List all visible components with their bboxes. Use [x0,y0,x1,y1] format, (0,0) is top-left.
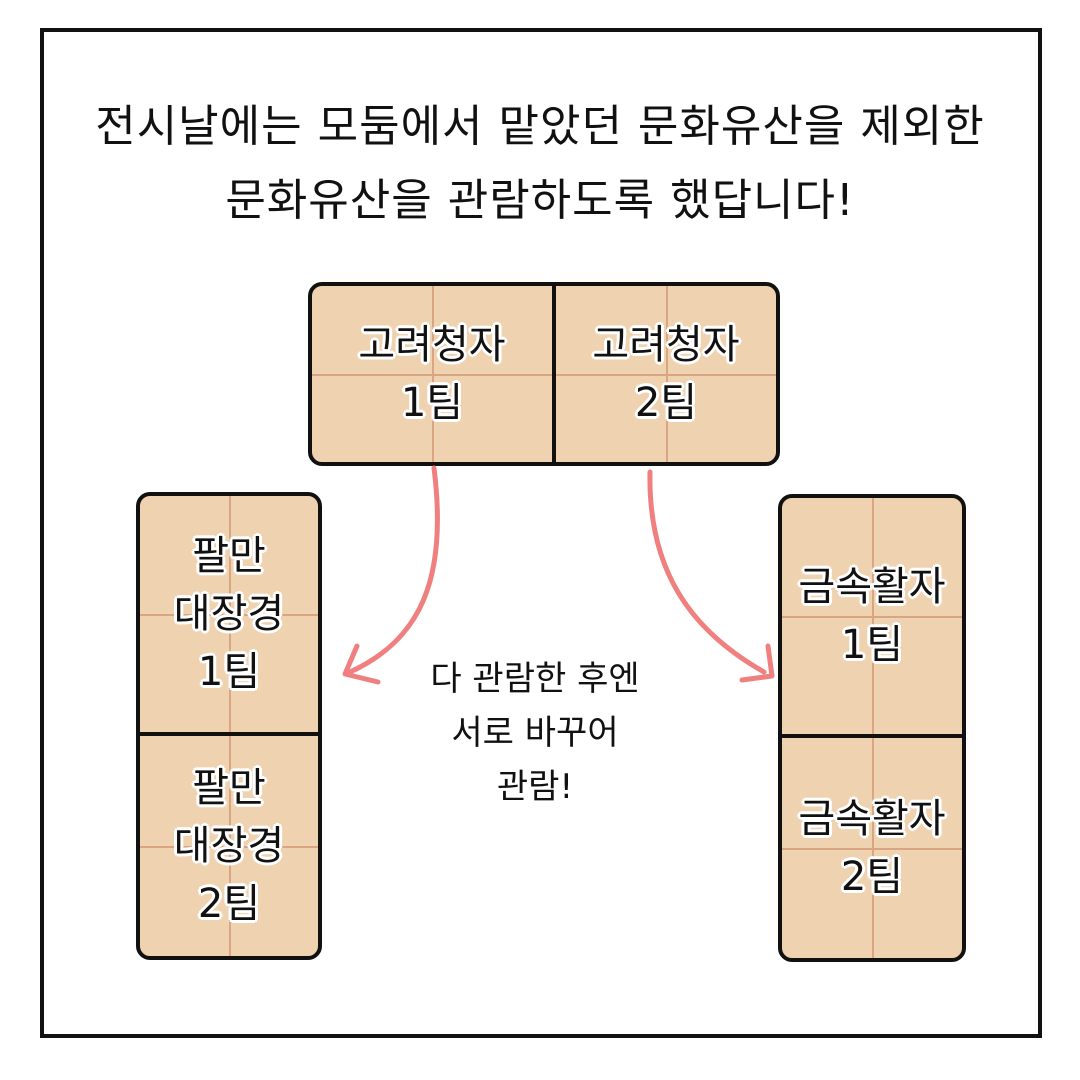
top-table-left-cell: 고려청자 1팀 [312,286,552,462]
caption-line-2: 문화유산을 관람하도록 했답니다! [225,175,855,226]
left-table-divider [140,732,318,736]
left-table-top-label: 팔만 대장경 1팀 [173,533,285,695]
left-table: 팔만 대장경 1팀 팔만 대장경 2팀 [136,492,322,960]
right-table-top-cell: 금속활자 1팀 [782,498,962,734]
top-table-left-label: 고려청자 1팀 [358,322,506,426]
right-table: 금속활자 1팀 금속활자 2팀 [778,494,966,962]
arrow-to-left-table-head [342,643,381,685]
top-table: 고려청자 1팀 고려청자 2팀 [308,282,780,466]
right-table-divider [782,734,962,738]
arrow-to-right-table [647,469,767,675]
right-table-bottom-label: 금속활자 2팀 [798,796,946,900]
arrow-to-left-table [347,465,440,675]
left-table-top-cell: 팔만 대장경 1팀 [140,496,318,732]
right-table-bottom-cell: 금속활자 2팀 [782,738,962,958]
left-table-bottom-label: 팔만 대장경 2팀 [173,765,285,927]
caption: 전시날에는 모둠에서 맡았던 문화유산을 제외한 문화유산을 관람하도록 했답니… [0,90,1080,238]
caption-line-1: 전시날에는 모둠에서 맡았던 문화유산을 제외한 [95,101,985,152]
top-table-divider [552,286,556,462]
top-table-right-cell: 고려청자 2팀 [556,286,776,462]
comic-panel-frame [40,28,1042,1038]
right-table-top-label: 금속활자 1팀 [798,564,946,668]
arrow-to-right-table-head [739,643,775,683]
center-note: 다 관람한 후엔 서로 바꾸어 관람! [430,659,640,807]
top-table-right-label: 고려청자 2팀 [592,322,740,426]
left-table-bottom-cell: 팔만 대장경 2팀 [140,736,318,956]
